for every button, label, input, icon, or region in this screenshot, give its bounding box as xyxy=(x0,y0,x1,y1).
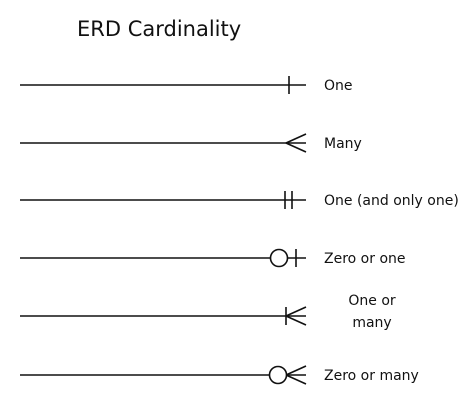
notation-row-zero-or-many: Zero or many xyxy=(20,365,419,385)
notation-row-many: Many xyxy=(20,133,362,153)
crows-foot-prong-top xyxy=(285,365,307,376)
notation-row-one-and-only-one: One (and only one) xyxy=(20,191,459,209)
crows-foot-prong-bottom xyxy=(285,142,307,153)
notation-label: Many xyxy=(324,136,362,152)
crows-foot-prong-top xyxy=(285,306,307,317)
notation-row-one: One xyxy=(20,76,353,94)
zero-circle xyxy=(269,248,289,268)
notation-label: Zero or one xyxy=(324,251,406,267)
diagram-title: ERD Cardinality xyxy=(77,17,241,41)
zero-circle xyxy=(268,365,288,385)
crows-foot-prong-top xyxy=(285,133,307,144)
notation-row-zero-or-one: Zero or one xyxy=(20,248,406,268)
notation-label: Zero or many xyxy=(324,368,419,384)
notation-row-one-or-many: One or many xyxy=(20,293,396,331)
notation-label: One (and only one) xyxy=(324,193,459,209)
notation-label: One xyxy=(324,78,353,94)
crows-foot-prong-bottom xyxy=(285,315,307,326)
notation-label-line-2: many xyxy=(352,315,391,331)
notation-label-line-1: One or xyxy=(348,293,396,309)
crows-foot-prong-bottom xyxy=(285,374,307,385)
